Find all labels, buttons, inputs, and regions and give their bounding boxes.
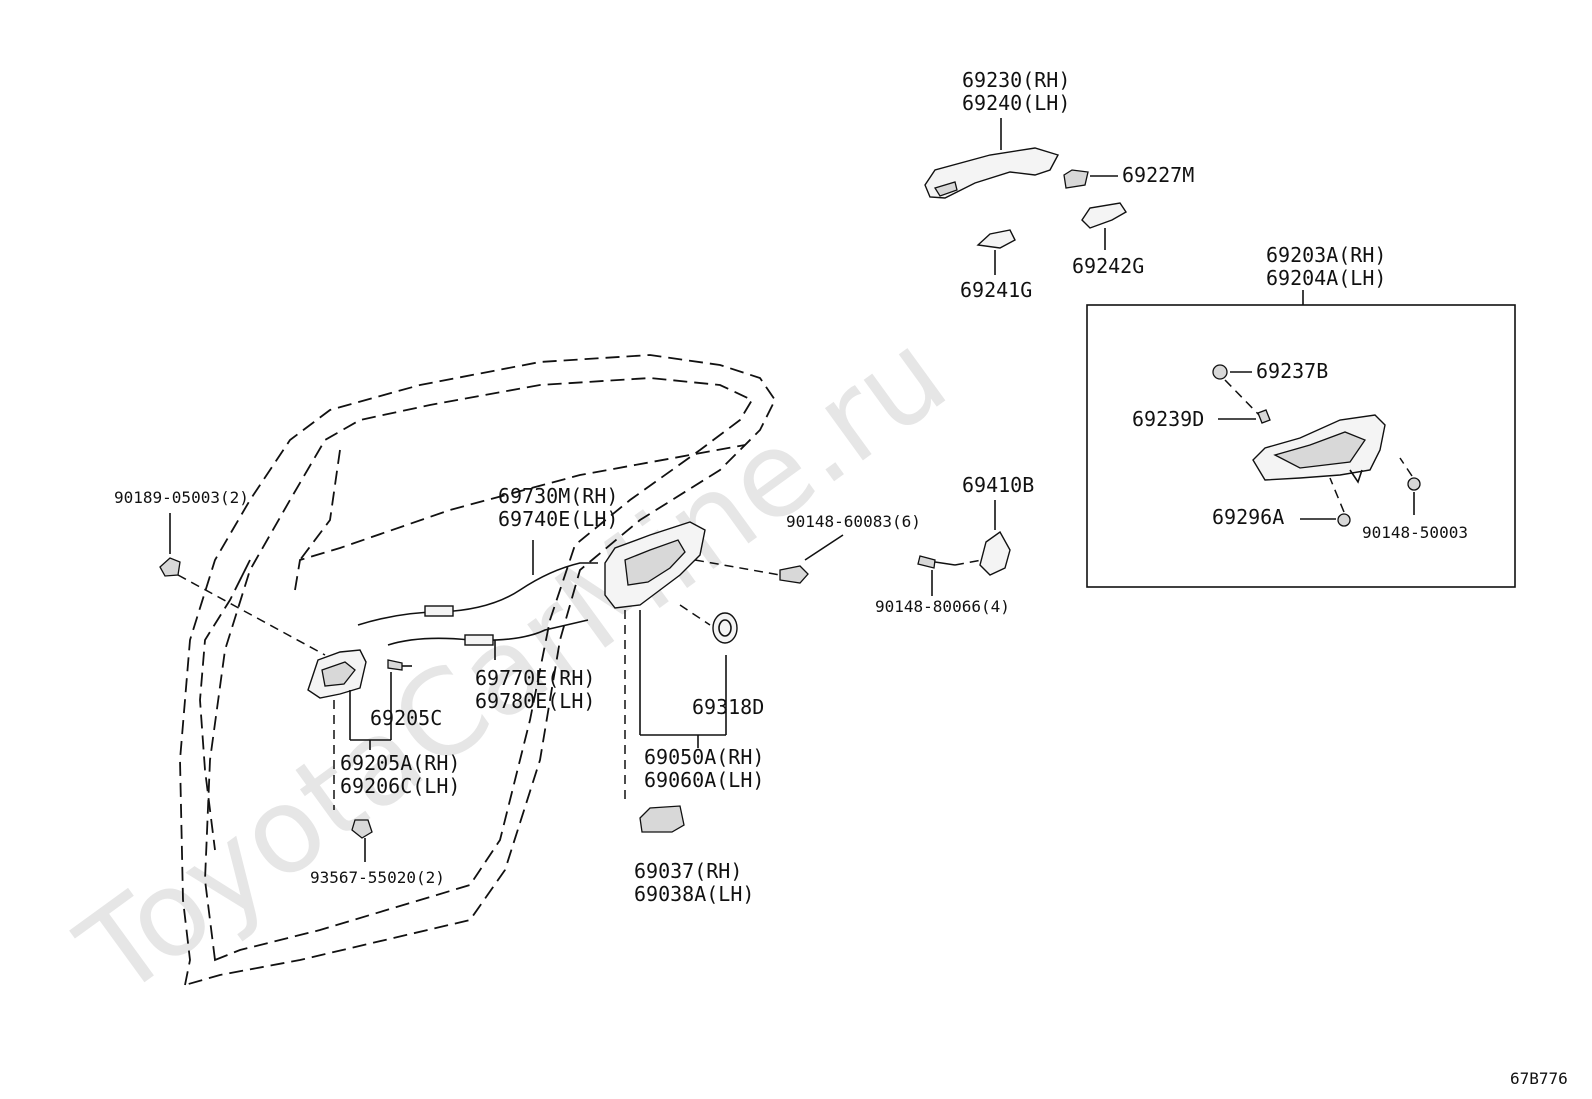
label-69038a: 69038A(LH) xyxy=(634,882,754,906)
watermark: ToyotaCarMine.ru xyxy=(55,305,971,1023)
label-90148-80066: 90148-80066(4) xyxy=(875,597,1010,616)
screw-90148-50003-part xyxy=(1399,457,1421,515)
screw-90148-60083-part xyxy=(694,534,844,584)
label-69203a: 69203A(RH) xyxy=(1266,243,1386,267)
clip-69239d-part xyxy=(1218,409,1271,424)
label-69230: 69230(RH) xyxy=(962,68,1070,92)
label-69037: 69037(RH) xyxy=(634,859,742,883)
label-69227m: 69227M xyxy=(1122,163,1194,187)
screw-90148-80066-part xyxy=(917,555,983,596)
clip-90189-05003-part xyxy=(159,513,326,656)
lock-cover-part xyxy=(639,805,685,833)
label-69318d: 69318D xyxy=(692,695,764,719)
label-90189-05003: 90189-05003(2) xyxy=(114,488,249,507)
diagram-id: 67B776 xyxy=(1510,1069,1568,1088)
label-69780e: 69780E(LH) xyxy=(475,689,595,713)
front-pad-part xyxy=(976,229,1016,275)
label-69770e: 69770E(RH) xyxy=(475,666,595,690)
outside-handle-part xyxy=(924,118,1060,199)
handle-frame-assembly-box xyxy=(1086,304,1516,588)
label-69206c: 69206C(LH) xyxy=(340,774,460,798)
handle-frame-part xyxy=(1252,414,1386,484)
label-93567-55020: 93567-55020(2) xyxy=(310,868,445,887)
label-69239d: 69239D xyxy=(1132,407,1204,431)
screw-69296a-part xyxy=(1300,477,1351,527)
label-69060a: 69060A(LH) xyxy=(644,768,764,792)
clip-69237b-part xyxy=(1212,364,1263,419)
label-69740e: 69740E(LH) xyxy=(498,507,618,531)
label-69410b: 69410B xyxy=(962,473,1034,497)
rear-door-outline xyxy=(179,354,777,987)
lock-remote-cable-part xyxy=(357,540,598,626)
label-69730m: 69730M(RH) xyxy=(498,484,618,508)
label-69240: 69240(LH) xyxy=(962,91,1070,115)
label-69237b: 69237B xyxy=(1256,359,1328,383)
inside-handle-cable-part xyxy=(387,619,589,660)
label-69050a: 69050A(RH) xyxy=(644,745,764,769)
door-lock-assembly-part xyxy=(604,521,727,805)
grommet-part xyxy=(712,612,738,644)
screw-93567-55020-part xyxy=(351,819,373,862)
label-69205a: 69205A(RH) xyxy=(340,751,460,775)
screw-69205c-part xyxy=(387,659,412,671)
label-69241g: 69241G xyxy=(960,278,1032,302)
rear-pad-part xyxy=(1081,202,1127,250)
handle-cap-part xyxy=(1063,169,1118,189)
label-90148-50003: 90148-50003 xyxy=(1362,523,1468,542)
label-69242g: 69242G xyxy=(1072,254,1144,278)
label-69296a: 69296A xyxy=(1212,505,1284,529)
inside-handle-part xyxy=(307,649,392,810)
label-69204a: 69204A(LH) xyxy=(1266,266,1386,290)
label-69205c: 69205C xyxy=(370,706,442,730)
label-90148-60083: 90148-60083(6) xyxy=(786,512,921,531)
striker-part xyxy=(979,500,1011,576)
